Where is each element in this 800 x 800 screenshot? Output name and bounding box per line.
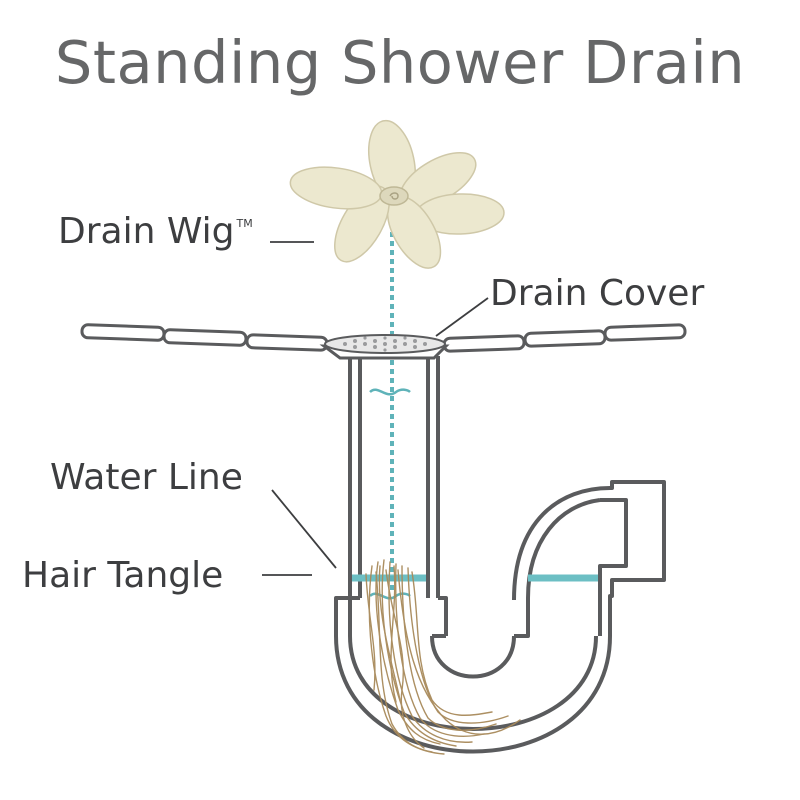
diagram-title: Standing Shower Drain — [54, 28, 746, 97]
rising-arm-outer — [512, 486, 611, 601]
drain-wig-flower — [289, 119, 505, 269]
label-water-line: Water Line — [50, 457, 243, 498]
floor-plank-4 — [442, 334, 526, 353]
floor-plank-3 — [245, 333, 329, 352]
flower-center — [379, 186, 409, 206]
u-bend-mid — [348, 635, 598, 731]
u-bend-outer — [334, 635, 612, 754]
hair-tangle — [365, 559, 521, 755]
grate-holes — [343, 336, 427, 352]
right-collar-outer — [438, 596, 448, 636]
rising-arm-inner — [526, 498, 601, 599]
drain-cover-grate — [319, 334, 450, 360]
floor-plank-1 — [80, 323, 166, 342]
flower-center-swirl — [389, 192, 399, 200]
petal-bottom-left — [334, 185, 390, 263]
left-collar-outer — [334, 596, 350, 636]
label-hair-tangle: Hair Tangle — [22, 555, 224, 596]
outlet-outer — [608, 480, 666, 636]
floor-plank-5 — [523, 329, 607, 348]
inner-collar-right — [514, 598, 530, 638]
u-bend-inner — [430, 635, 516, 679]
trademark-mark: TM — [236, 217, 253, 230]
chain-hook — [369, 388, 411, 396]
p-trap-pipe — [334, 356, 666, 754]
leader-lines — [262, 241, 489, 576]
left-collar-inner — [348, 596, 360, 636]
leader-drain-cover — [435, 297, 489, 337]
outlet-inner — [598, 498, 628, 636]
label-drain-wig-text: Drain Wig — [58, 211, 235, 252]
floor-plank-6 — [603, 323, 687, 342]
label-drain-cover: Drain Cover — [490, 273, 705, 314]
floor-plank-2 — [162, 328, 248, 347]
leader-water-line — [271, 489, 337, 569]
